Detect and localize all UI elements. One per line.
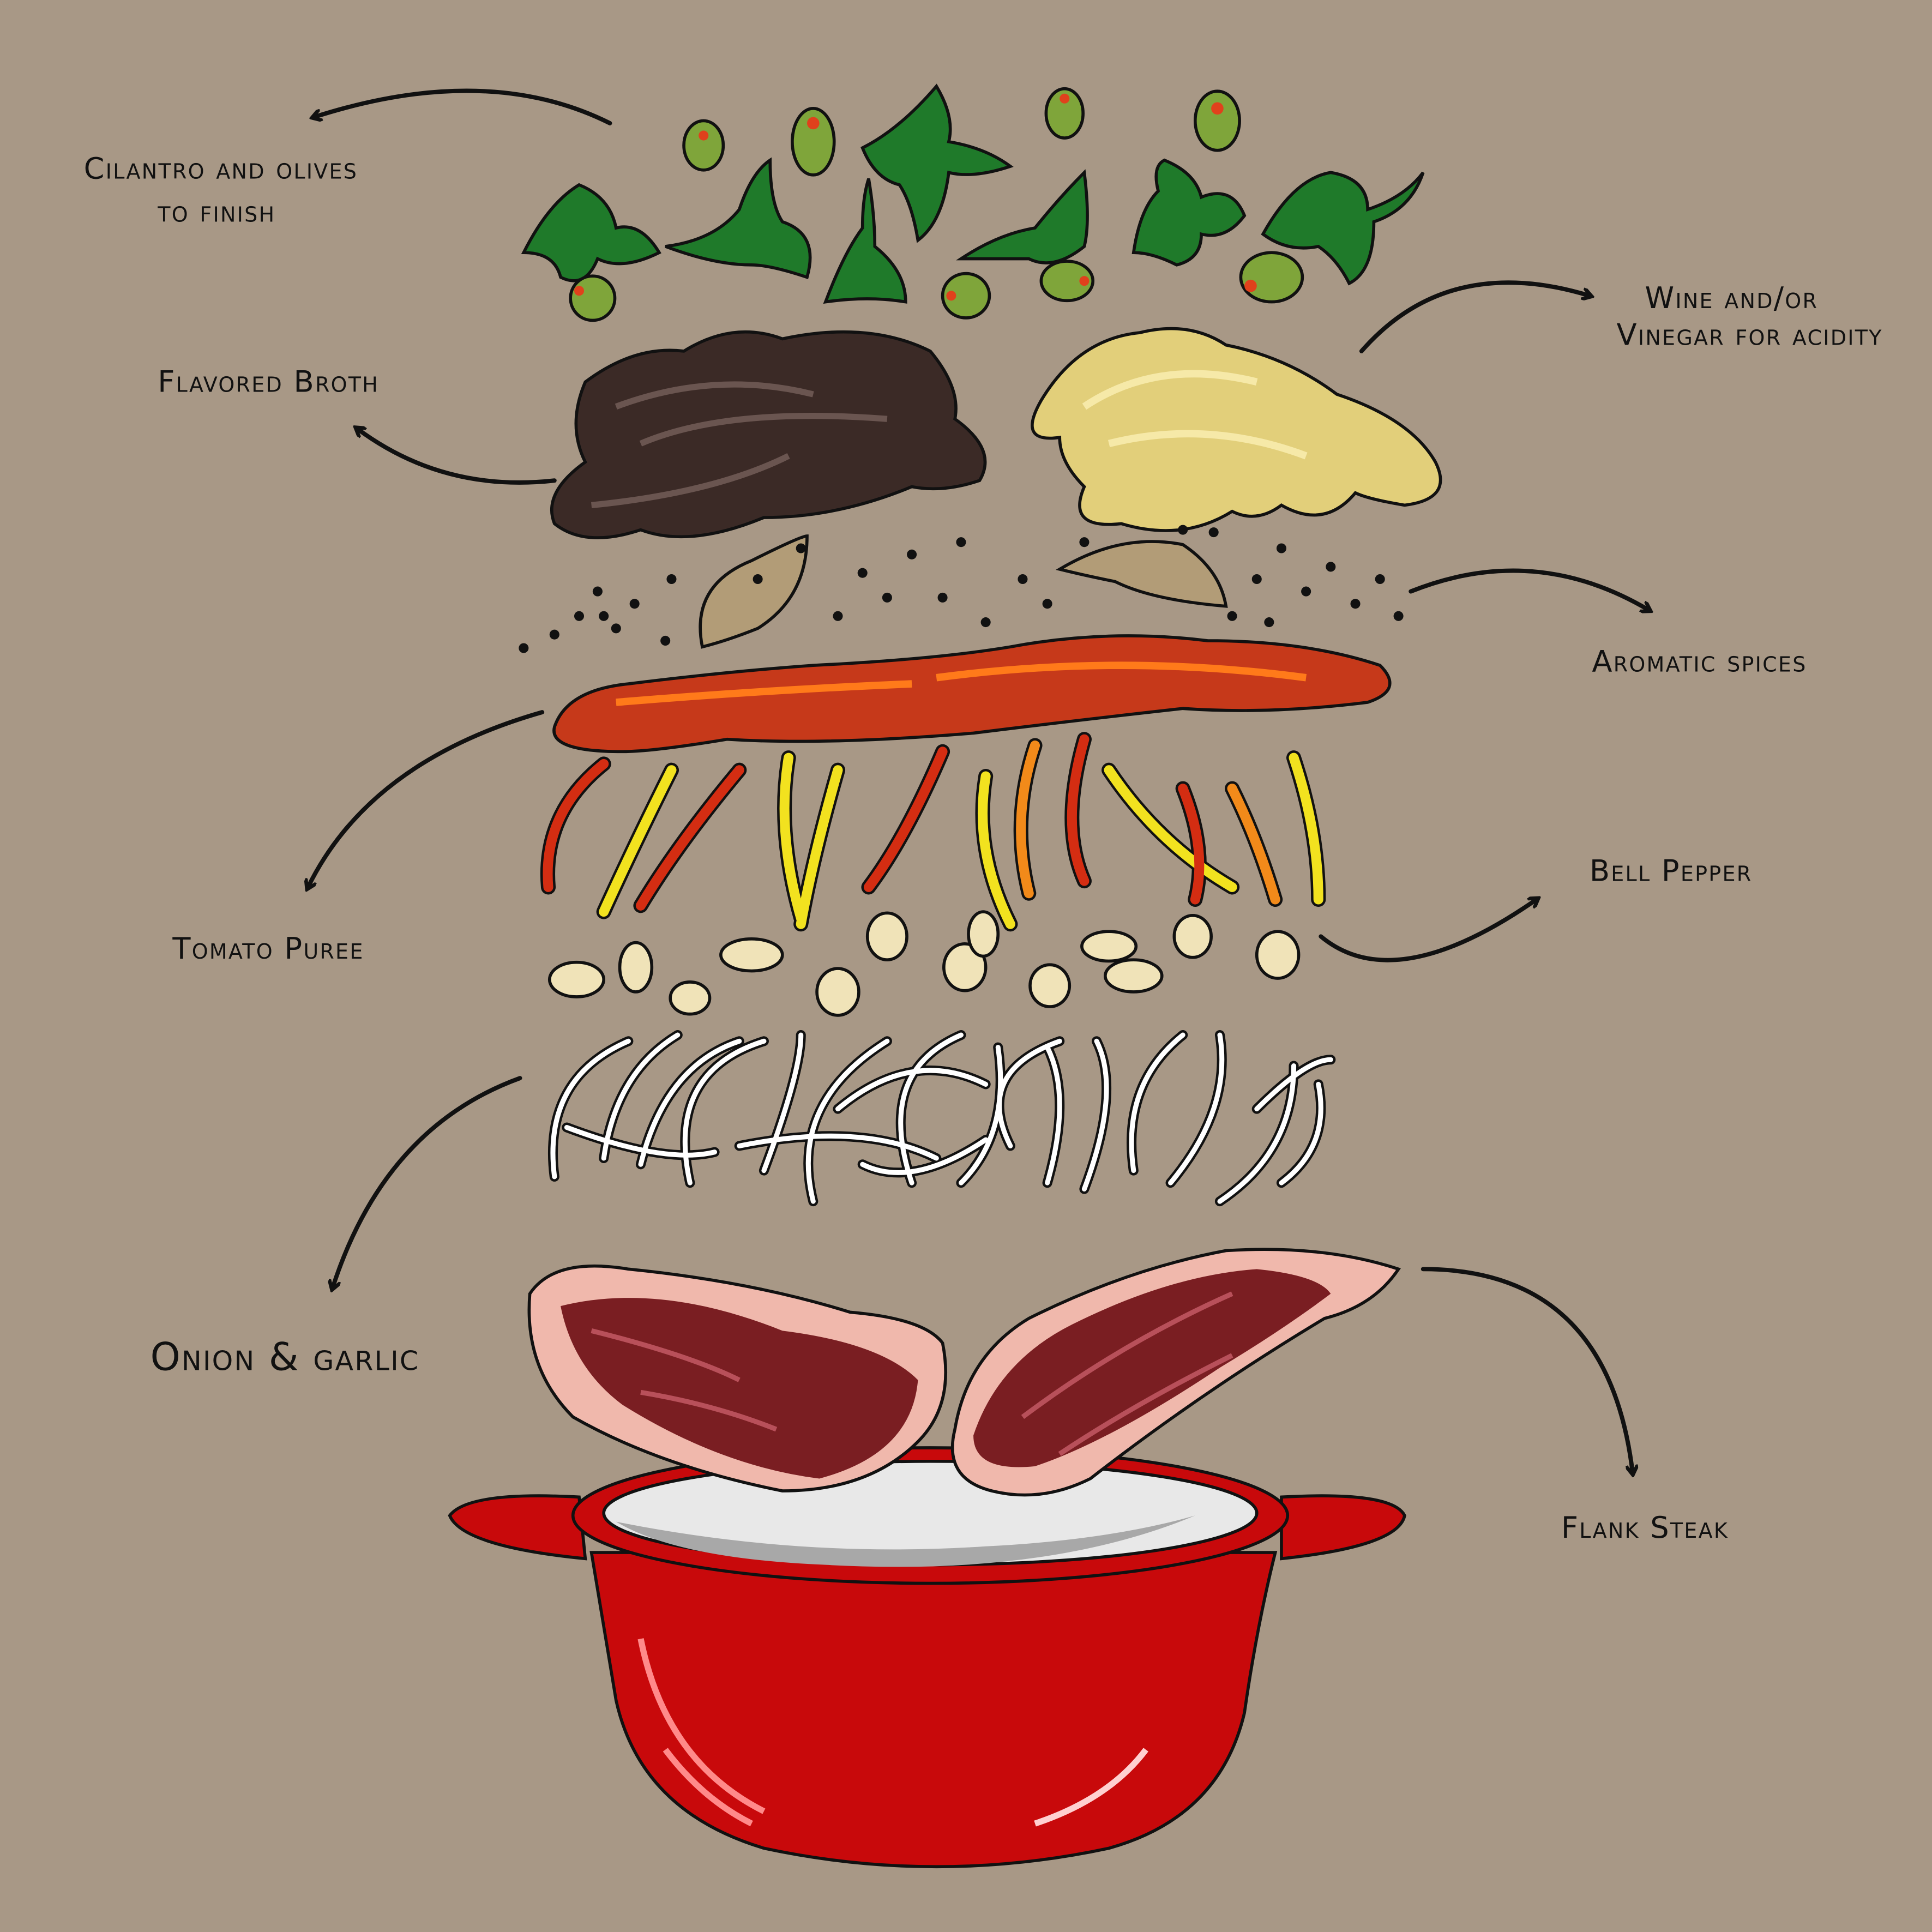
onion-slices: [548, 1030, 1336, 1207]
cilantro-leaf: [521, 183, 661, 282]
aromatic-spices-group: [519, 525, 1404, 653]
olive: [1039, 260, 1095, 303]
arrow-spices: [1409, 568, 1648, 610]
label-cilantro-line2: to finish: [157, 195, 275, 229]
label-wine-line1: Wine and/or: [1645, 281, 1819, 315]
arrow-pepper: [1319, 899, 1536, 962]
cilantro-leaf: [1131, 158, 1247, 267]
olive: [941, 272, 991, 320]
olive: [1044, 87, 1085, 140]
arrow-steak: [1421, 1267, 1633, 1472]
olive: [1239, 251, 1304, 304]
olive: [569, 274, 617, 322]
label-bell-pepper: Bell Pepper: [1590, 854, 1753, 888]
pot-handle-right: [1280, 1494, 1406, 1561]
cilantro-leaf: [1261, 171, 1425, 286]
cilantro-leaf: [823, 178, 907, 304]
olive: [682, 119, 725, 172]
cooking-pot: [448, 1446, 1406, 1869]
labels: Cilantro and olives to finish Wine and/o…: [84, 152, 1883, 1545]
label-onion-garlic: Onion & garlic: [151, 1335, 420, 1380]
olives-group: [569, 87, 1304, 322]
bay-leaf: [1055, 540, 1228, 608]
cilantro-leaf: [860, 83, 1014, 243]
pot-handle-left: [448, 1494, 587, 1561]
label-tomato: Tomato Puree: [172, 931, 364, 966]
cilantro-leaf: [956, 169, 1089, 264]
label-cilantro-line1: Cilantro and olives: [84, 152, 358, 186]
cilantro-leaf: [665, 157, 812, 280]
pot-body: [589, 1551, 1278, 1869]
arrow-tomato: [308, 710, 545, 887]
label-flank-steak: Flank Steak: [1561, 1510, 1729, 1545]
olive: [1193, 89, 1241, 152]
olive: [791, 107, 836, 177]
arrow-onion: [333, 1076, 522, 1287]
wine-vinegar-blob: [1031, 327, 1442, 532]
label-spices: Aromatic spices: [1592, 644, 1807, 678]
peppercorns: [519, 525, 1404, 653]
bell-pepper-strips: [540, 732, 1326, 932]
garlic-slices: [547, 910, 1301, 1017]
label-broth: Flavored Broth: [158, 365, 379, 399]
flank-steaks: [527, 1248, 1401, 1497]
arrows: [308, 88, 1648, 1472]
bay-leaf: [699, 534, 809, 649]
label-wine-line2: Vinegar for acidity: [1617, 318, 1883, 352]
arrow-wine: [1359, 280, 1590, 353]
arrow-broth: [357, 429, 557, 485]
flavored-broth-blob: [550, 330, 987, 539]
arrow-cilantro: [314, 88, 612, 125]
cilantro-group: [521, 83, 1425, 304]
